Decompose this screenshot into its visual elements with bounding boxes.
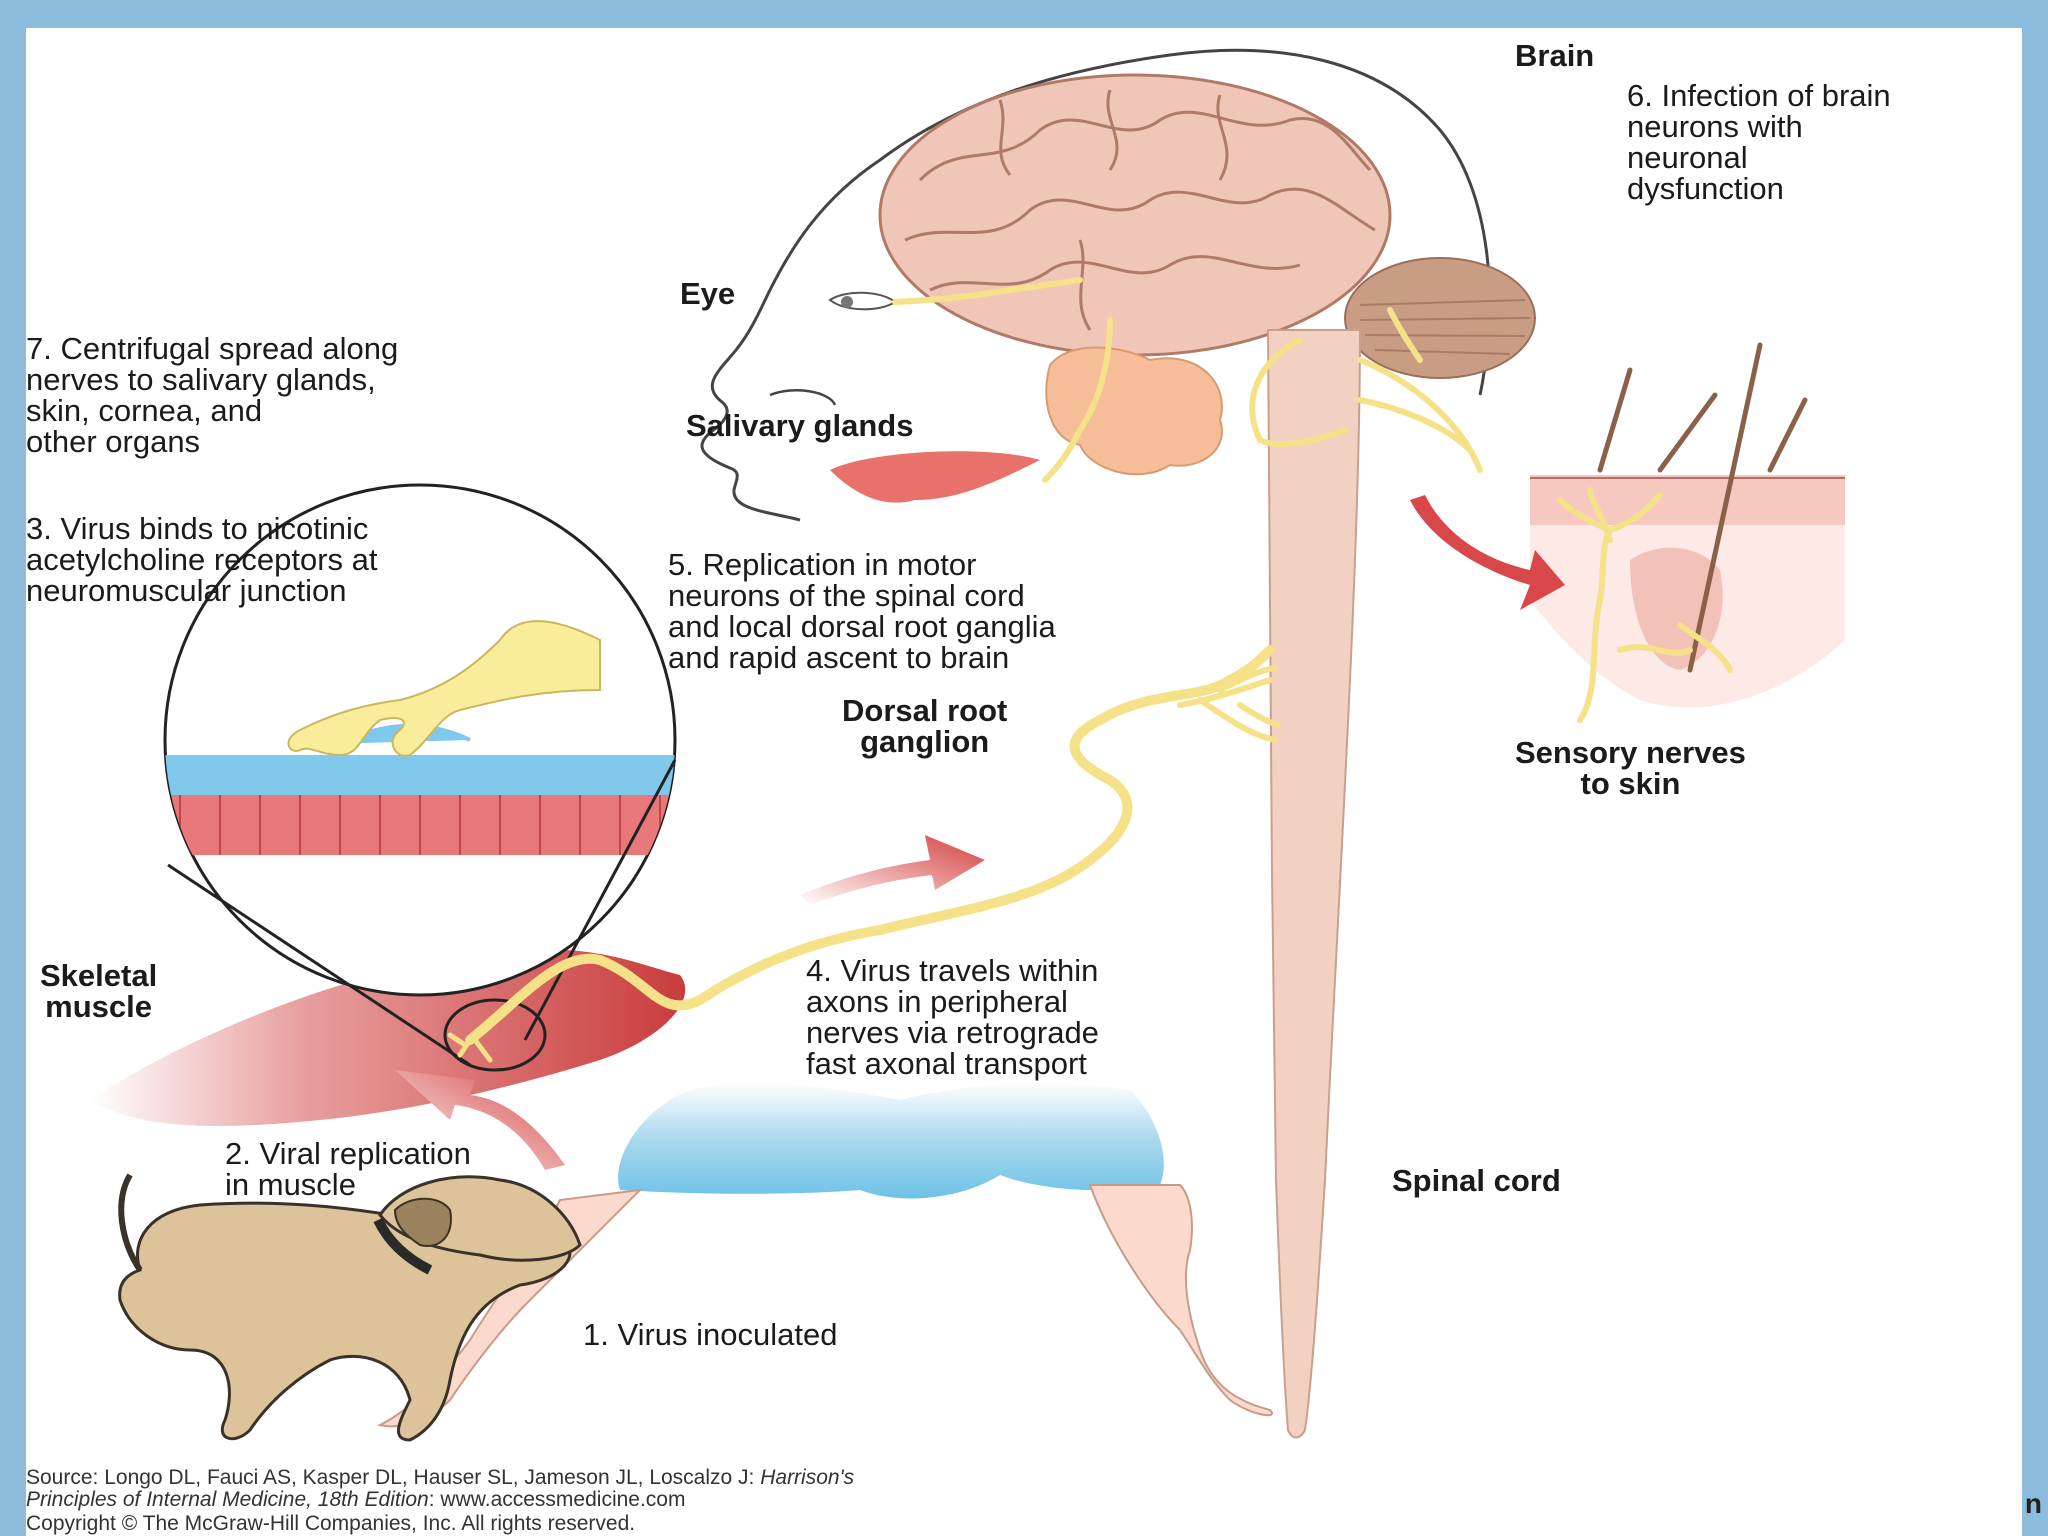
dog-collar: [373, 1217, 433, 1275]
label-step-1: 1. Virus inoculated: [583, 1317, 838, 1352]
head-outline: [700, 48, 1492, 522]
arrow-muscle-replication: [395, 1070, 565, 1170]
cranial-nerves: [892, 277, 1483, 483]
label-step-3: 3. Virus binds to nicotinic acetylcholin…: [26, 511, 378, 608]
nerve-terminal: [287, 620, 601, 757]
sensory-nerve-endings: [1557, 487, 1733, 723]
copyright-line: Copyright © The McGraw-Hill Companies, I…: [26, 1512, 636, 1535]
label-step-6: 6. Infection of brain neurons with neuro…: [1627, 78, 1891, 206]
skeletal-muscle: [90, 949, 686, 1126]
brain-icon: [878, 73, 1392, 357]
nostril: [769, 389, 837, 406]
label-brain: Brain: [1515, 38, 1595, 73]
dog-ear: [393, 1197, 452, 1247]
peripheral-nerve: [465, 645, 1275, 1045]
label-spinal-cord: Spinal cord: [1392, 1163, 1561, 1198]
salivary-gland: [1045, 346, 1223, 476]
shorts: [618, 1082, 1164, 1199]
arrow-ascent: [800, 835, 985, 905]
source-line-1: Source: Longo DL, Fauci AS, Kasper DL, H…: [26, 1466, 855, 1489]
label-step-2: 2. Viral replication in muscle: [225, 1136, 471, 1202]
label-dorsal-root-ganglion: Dorsal root ganglion: [842, 693, 1008, 759]
label-skeletal-muscle: Skeletal muscle: [40, 958, 158, 1024]
dorsal-root-ganglion: [1177, 665, 1281, 743]
corner-fragment: n: [2024, 1488, 2042, 1519]
dog-tail: [118, 1173, 143, 1272]
label-eye: Eye: [680, 276, 736, 311]
label-step-7: 7. Centrifugal spread along nerves to sa…: [26, 331, 399, 459]
cerebellum: [1344, 257, 1536, 379]
eye-icon: [828, 291, 897, 311]
source-line-2: Principles of Internal Medicine, 18th Ed…: [26, 1488, 686, 1511]
label-step-4: 4. Virus travels within axons in periphe…: [806, 953, 1099, 1081]
arrow-to-skin: [1410, 495, 1565, 610]
tongue: [830, 451, 1040, 503]
label-sensory-nerves: Sensory nerves to skin: [1515, 735, 1746, 801]
skin-section: [1530, 342, 1845, 723]
leg-right: [1088, 1184, 1273, 1417]
label-step-5: 5. Replication in motor neurons of the s…: [668, 547, 1056, 675]
spinal-cord: [1266, 329, 1362, 1439]
neuromuscular-junction-inset: [163, 483, 677, 997]
label-salivary-glands: Salivary glands: [686, 408, 914, 443]
